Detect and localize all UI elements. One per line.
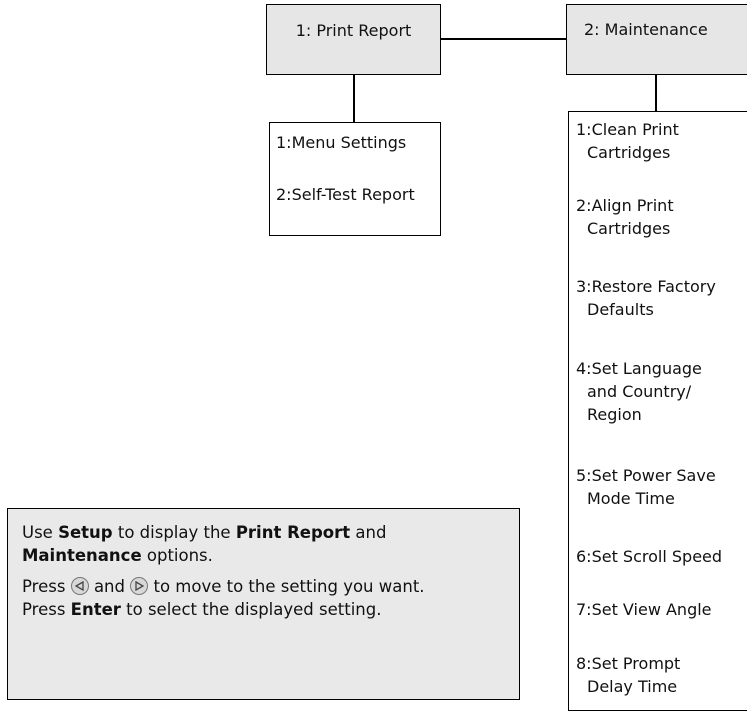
connector-print-to-maintenance bbox=[441, 38, 566, 40]
connector-maintenance-down bbox=[655, 75, 657, 111]
menu-item-menu-settings: 1:Menu Settings bbox=[276, 133, 407, 152]
instruction-box: Use Setup to display the Print Report an… bbox=[7, 508, 520, 700]
instruction-line-navigate: Press and to move to the setting you wan… bbox=[22, 575, 505, 621]
maintenance-submenu: 1:Clean Print Cartridges 2:Align Print C… bbox=[568, 111, 747, 711]
maint-item-4-line2: and Country/ bbox=[587, 382, 692, 401]
connector-print-report-down bbox=[353, 75, 355, 123]
maint-item-5-line2: Mode Time bbox=[587, 489, 675, 508]
text: Use bbox=[22, 523, 59, 542]
maint-item-1-line2: Cartridges bbox=[587, 143, 671, 162]
text: Press bbox=[22, 577, 66, 596]
maint-item-6: 6:Set Scroll Speed bbox=[576, 545, 722, 568]
text: options. bbox=[141, 546, 213, 565]
text: and bbox=[350, 523, 387, 542]
maint-item-7-line1: 7:Set View Angle bbox=[576, 600, 712, 619]
maint-item-2: 2:Align Print Cartridges bbox=[576, 194, 674, 240]
maint-item-6-line1: 6:Set Scroll Speed bbox=[576, 547, 723, 566]
text: and bbox=[93, 577, 125, 596]
text: Press bbox=[22, 600, 71, 619]
print-report-label: Print Report bbox=[235, 523, 351, 542]
maint-item-2-line1: 2:Align Print bbox=[576, 196, 674, 215]
maint-item-3-line2: Defaults bbox=[587, 300, 654, 319]
print-report-submenu: 1:Menu Settings 2:Self-Test Report bbox=[269, 122, 441, 236]
print-report-title: 1: Print Report bbox=[295, 21, 412, 40]
maint-item-3-line1: 3:Restore Factory bbox=[576, 277, 716, 296]
maint-item-4-line1: 4:Set Language bbox=[576, 359, 702, 378]
left-arrow-icon bbox=[70, 577, 89, 595]
maint-item-4-line3: Region bbox=[587, 405, 642, 424]
maintenance-title: 2: Maintenance bbox=[584, 20, 708, 39]
text: to move to the setting you want. bbox=[153, 577, 425, 596]
maint-item-8-line2: Delay Time bbox=[587, 677, 678, 696]
maintenance-box: 2: Maintenance bbox=[566, 4, 747, 75]
menu-item-self-test-report: 2:Self-Test Report bbox=[276, 185, 415, 204]
print-report-box: 1: Print Report bbox=[266, 4, 441, 75]
instruction-line-setup: Use Setup to display the Print Report an… bbox=[22, 521, 505, 567]
right-arrow-icon bbox=[130, 577, 149, 595]
maint-item-5: 5:Set Power Save Mode Time bbox=[576, 464, 716, 510]
maint-item-5-line1: 5:Set Power Save bbox=[576, 466, 716, 485]
maint-item-1: 1:Clean Print Cartridges bbox=[576, 118, 679, 164]
maint-item-4: 4:Set Language and Country/ Region bbox=[576, 357, 702, 426]
maint-item-8-line1: 8:Set Prompt bbox=[576, 654, 681, 673]
maintenance-label: Maintenance bbox=[22, 546, 142, 565]
maint-item-3: 3:Restore Factory Defaults bbox=[576, 275, 716, 321]
text: to select the displayed setting. bbox=[120, 600, 382, 619]
maint-item-7: 7:Set View Angle bbox=[576, 598, 712, 621]
maint-item-1-line1: 1:Clean Print bbox=[576, 120, 679, 139]
maint-item-8: 8:Set Prompt Delay Time bbox=[576, 652, 680, 698]
enter-label: Enter bbox=[70, 600, 121, 619]
maint-item-2-line2: Cartridges bbox=[587, 219, 671, 238]
text: to display the bbox=[112, 523, 236, 542]
setup-label: Setup bbox=[58, 523, 113, 542]
